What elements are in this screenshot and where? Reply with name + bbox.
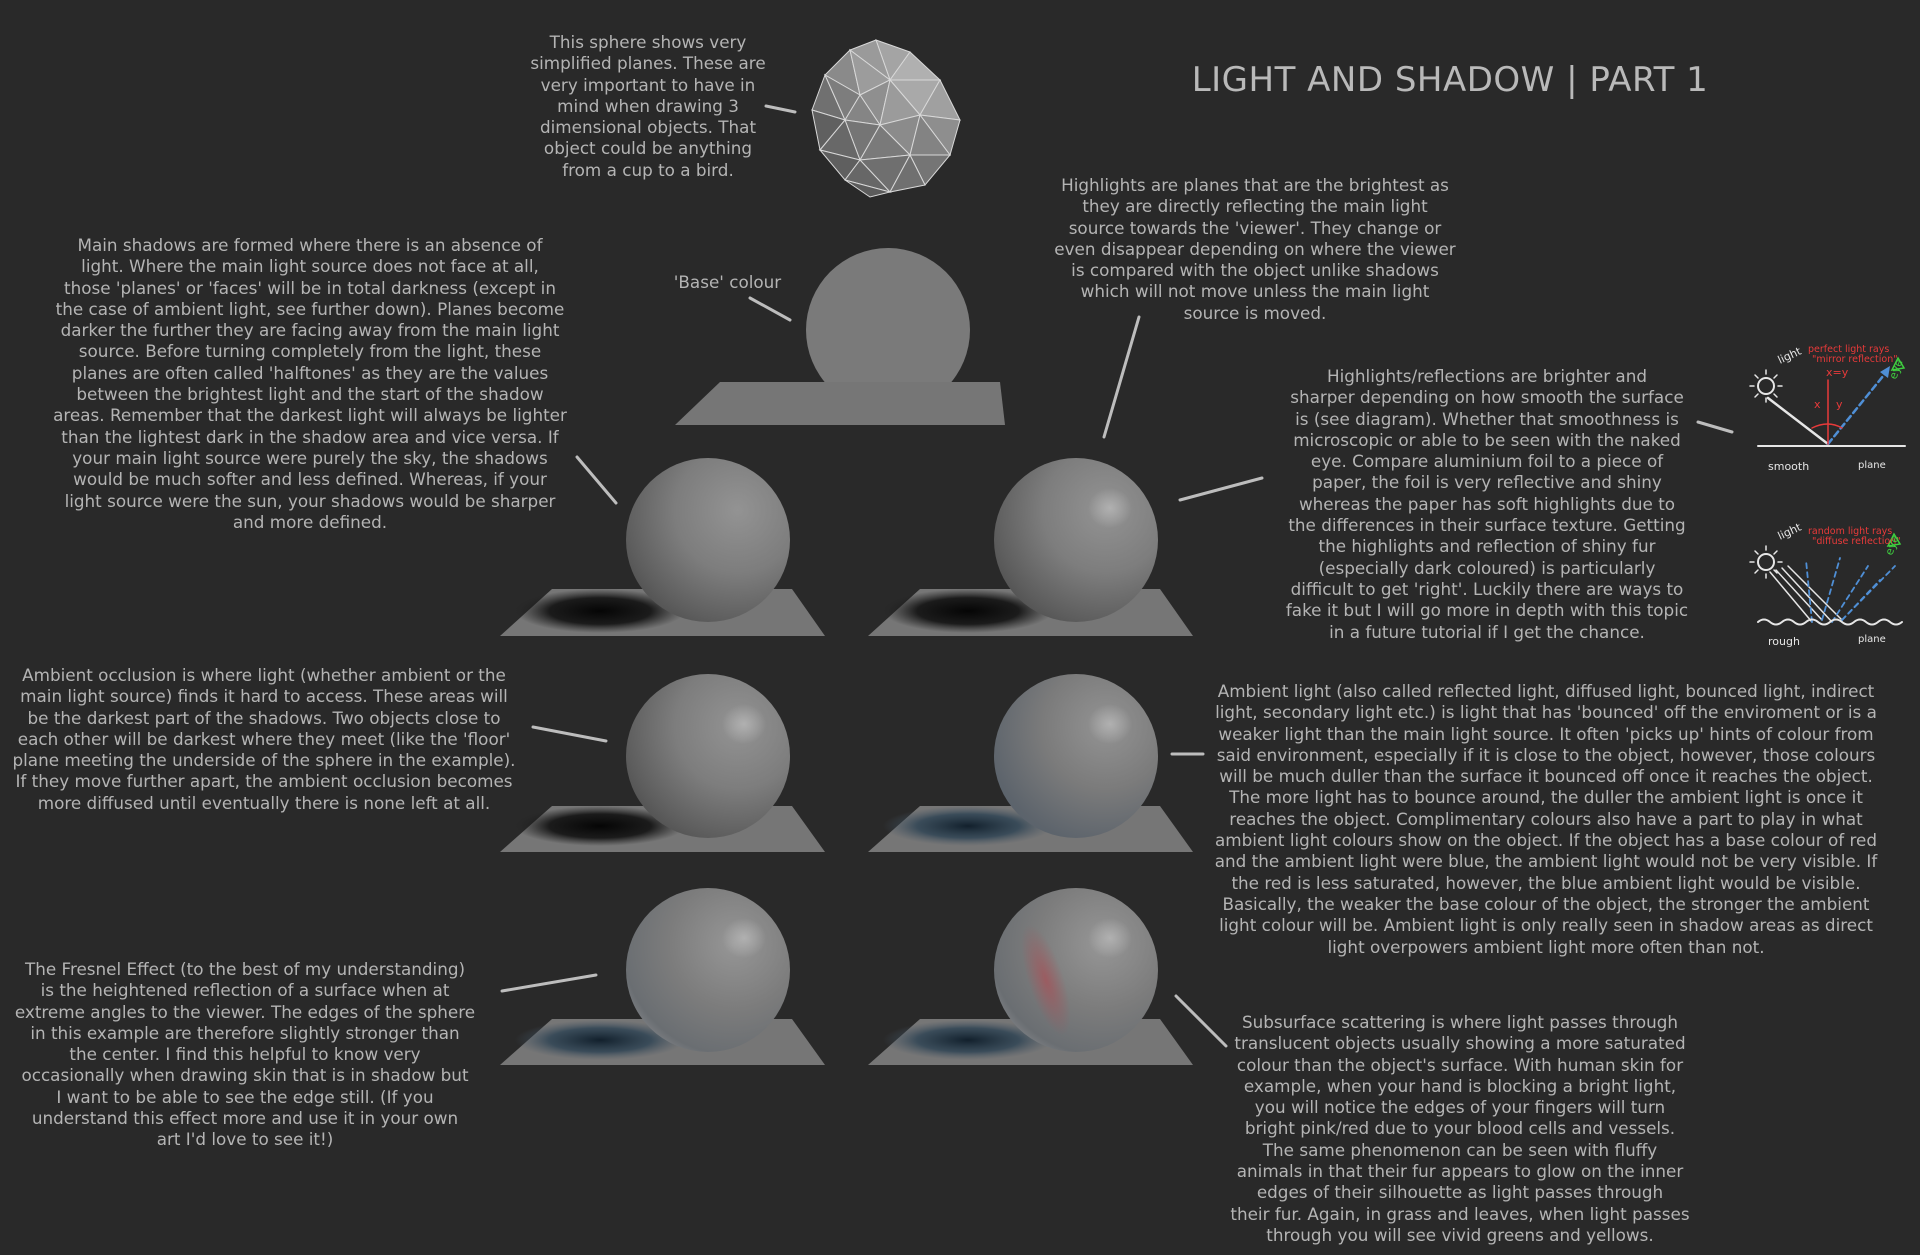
- main-shadows-text: Main shadows are formed where there is a…: [53, 235, 567, 532]
- page-title: LIGHT AND SHADOW | PART 1: [1191, 60, 1709, 100]
- ambient-light-sphere: [868, 674, 1193, 852]
- ambient-light-text: Ambient light (also called reflected lig…: [1214, 681, 1878, 957]
- ambient-occlusion-text: Ambient occlusion is where light (whethe…: [12, 665, 516, 813]
- highlight-sphere: [868, 458, 1193, 636]
- fresnel-text: The Fresnel Effect (to the best of my un…: [14, 959, 476, 1150]
- fresnel-sphere: [500, 888, 825, 1065]
- rough-light-label: light: [1776, 520, 1804, 542]
- smooth-angle-y: y: [1836, 398, 1843, 411]
- pointer-lines: [500, 104, 1734, 1048]
- base-colour-sphere: [675, 248, 1005, 425]
- smooth-surface-label: smooth: [1768, 460, 1809, 473]
- planes-text: This sphere shows very simplified planes…: [530, 32, 766, 180]
- smooth-angles-label: x=y: [1826, 366, 1849, 379]
- diagram-labels: light perfect light rays "mirror reflect…: [1768, 344, 1906, 648]
- highlights-text: Highlights are planes that are the brigh…: [1054, 175, 1456, 323]
- rough-surface-label: rough: [1768, 635, 1800, 648]
- smooth-angle-x: x: [1814, 398, 1821, 411]
- rough-caption-line2: "diffuse reflection": [1812, 536, 1901, 547]
- subsurface-text: Subsurface scattering is where light pas…: [1230, 1012, 1690, 1245]
- smooth-plane-label: plane: [1858, 460, 1886, 471]
- rough-caption-line1: random light rays: [1808, 526, 1892, 537]
- reflections-text: Highlights/reflections are brighter and …: [1285, 366, 1689, 642]
- rough-plane-label: plane: [1858, 634, 1886, 645]
- main-shadow-sphere: [500, 458, 825, 636]
- subsurface-sphere: [868, 888, 1193, 1065]
- smooth-reflection-diagram: [1749, 356, 1906, 447]
- smooth-caption-line1: perfect light rays: [1808, 344, 1889, 355]
- smooth-light-label: light: [1776, 344, 1804, 366]
- faceted-sphere: [811, 39, 961, 198]
- ambient-occlusion-sphere: [500, 674, 825, 852]
- base-colour-label: 'Base' colour: [673, 272, 782, 292]
- rough-reflection-diagram: [1749, 532, 1903, 626]
- smooth-caption-line2: "mirror reflection": [1812, 354, 1898, 365]
